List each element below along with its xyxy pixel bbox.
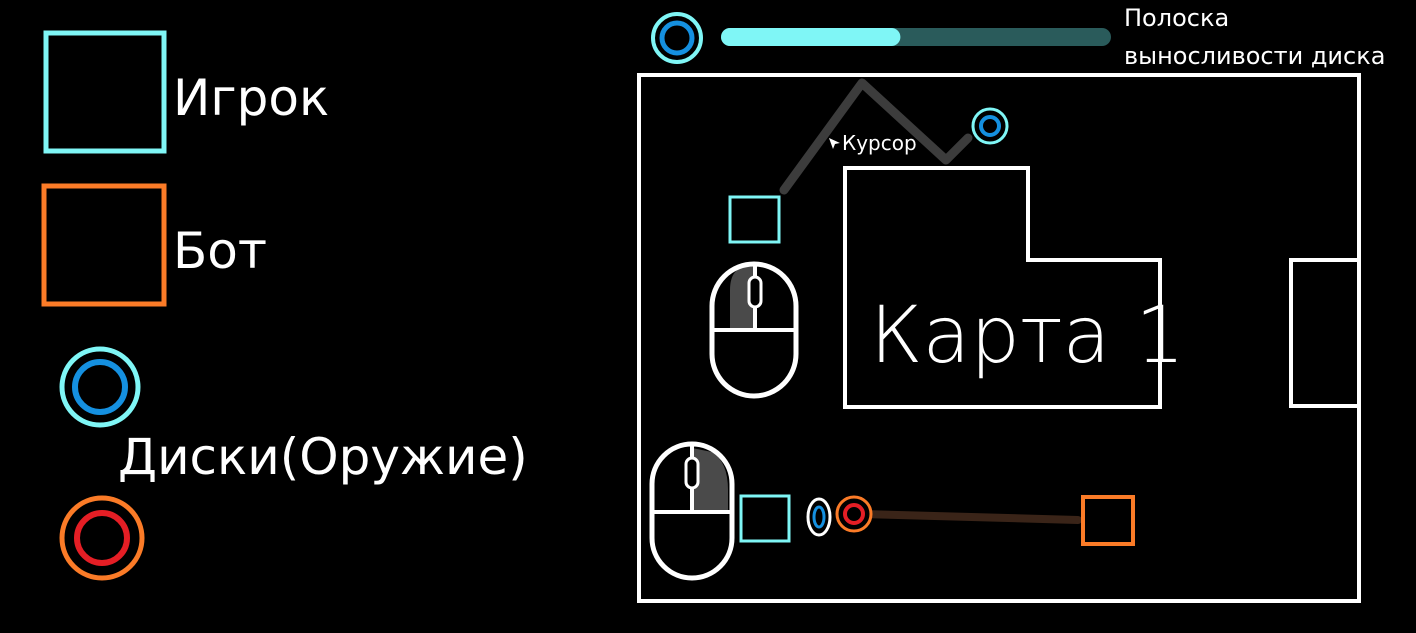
stamina-bar-fill <box>721 28 901 46</box>
stamina-caption-line1: Полоска <box>1124 4 1229 32</box>
blocking-disc-icon <box>806 497 832 537</box>
map-thrown-disc-icon <box>971 107 1009 145</box>
map-bot-square <box>1081 495 1135 546</box>
map-player-square-bottom <box>739 494 791 543</box>
map-title: Карта 1 <box>870 291 1185 381</box>
legend-player-square-icon <box>43 30 167 154</box>
legend-bot-square-icon <box>41 183 167 307</box>
map-area: Карта 1 Курсор <box>637 73 1361 603</box>
map-bot-disc-icon <box>835 495 873 533</box>
stamina-caption-line2: выносливости диска <box>1124 42 1385 70</box>
map-player-square <box>728 195 781 244</box>
mouse-left-click-icon <box>709 261 799 399</box>
mouse-right-click-icon <box>649 441 735 581</box>
bot-disc-trajectory-line <box>858 510 1082 524</box>
stamina-hud: Полоска выносливости диска <box>651 4 1385 70</box>
map-right-wall <box>1289 258 1357 408</box>
legend-player-disc-icon <box>59 346 141 428</box>
legend-bot-label: Бот <box>173 222 267 280</box>
map-border <box>637 73 1361 603</box>
cursor-arrow-icon <box>829 138 840 149</box>
legend: Игрок Бот Диски(Оружие) <box>41 30 528 581</box>
cursor-label: Курсор <box>842 131 917 155</box>
legend-discs-label: Диски(Оружие) <box>118 428 528 486</box>
stamina-disc-icon <box>651 12 703 64</box>
map-central-block <box>843 166 1162 409</box>
legend-player-label: Игрок <box>173 69 329 127</box>
legend-bot-disc-icon <box>59 495 145 581</box>
disc-trajectory-line <box>779 78 973 195</box>
